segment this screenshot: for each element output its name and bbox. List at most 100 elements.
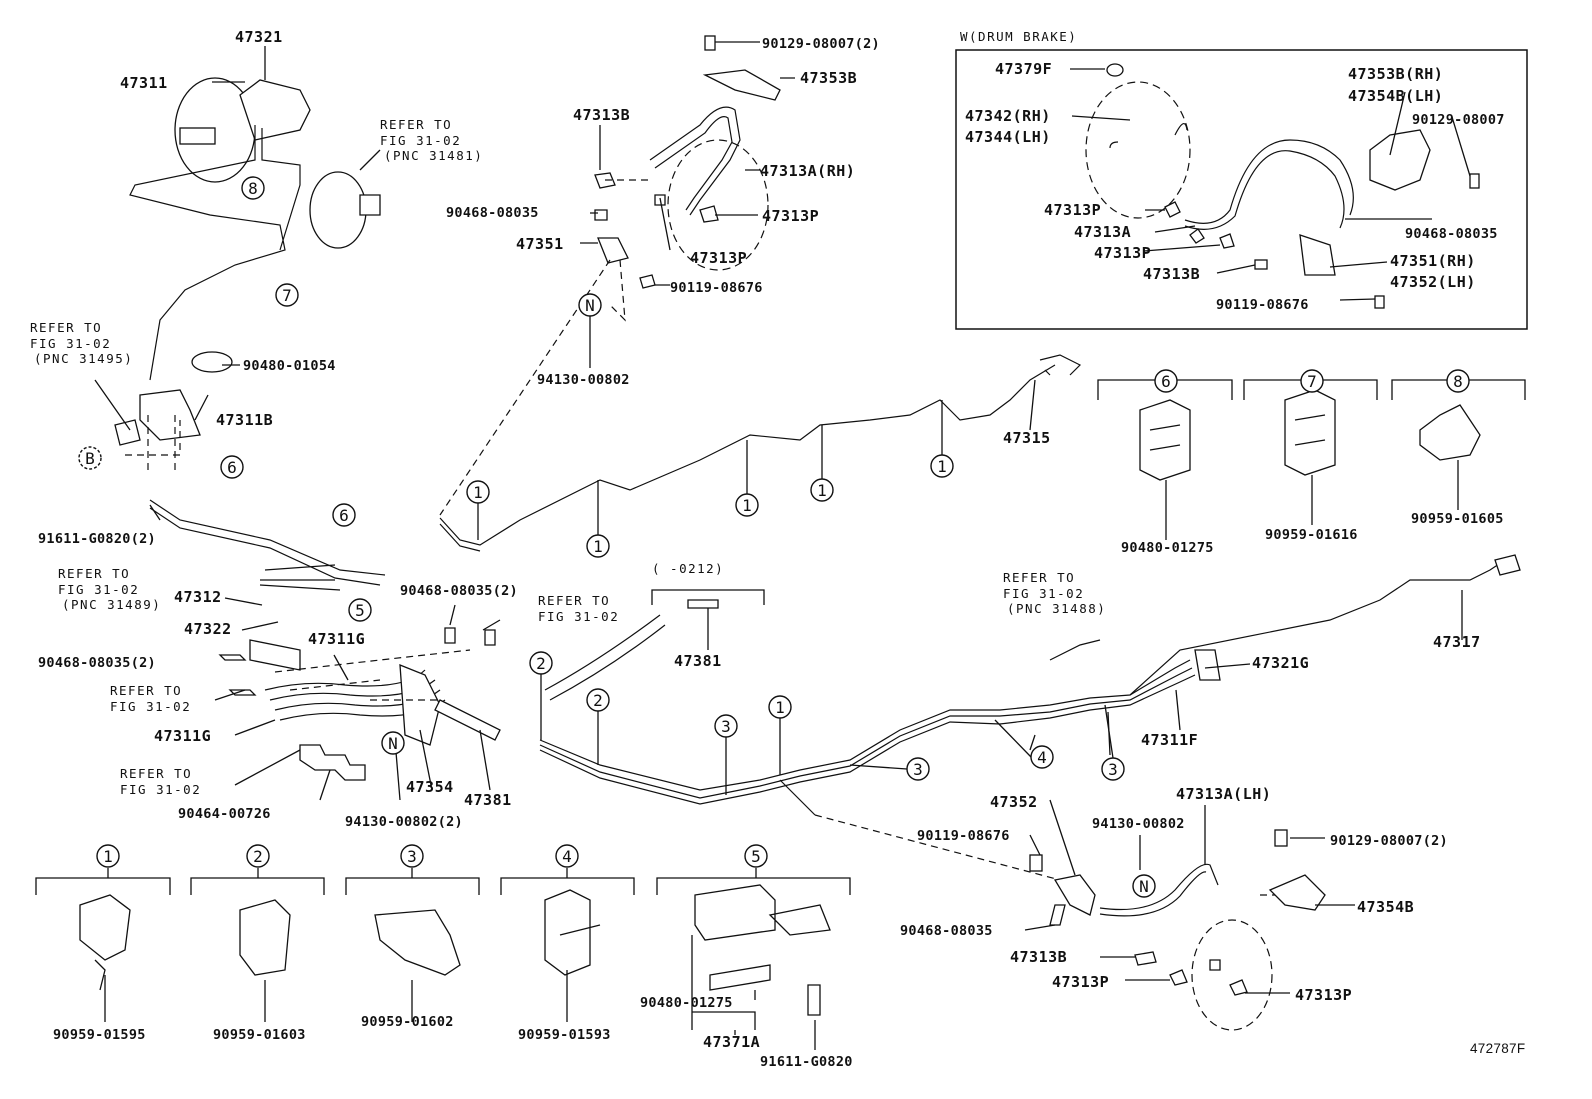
figure-code: 472787F bbox=[1470, 1041, 1525, 1056]
lh-caliper-group bbox=[1024, 799, 1355, 1031]
ref-31488-line2: FIG 31-02 bbox=[1003, 586, 1084, 601]
clip-90464-00726 bbox=[299, 744, 366, 781]
callout-2-b: 2 bbox=[586, 688, 610, 712]
front-lines bbox=[149, 499, 386, 591]
booster-rod bbox=[179, 127, 216, 145]
line-47315-end bbox=[1039, 354, 1082, 376]
callout-1-e: 1 bbox=[930, 454, 954, 478]
label-90480-01275-b: 90480-01275 bbox=[640, 995, 733, 1011]
front-dashed bbox=[274, 649, 471, 701]
rh-clips bbox=[654, 194, 719, 223]
clip-90959-01593-drawing bbox=[544, 889, 601, 976]
ref-31495-line1: REFER TO bbox=[30, 320, 102, 335]
callout-b: B bbox=[78, 446, 102, 470]
callout-5-mid: 5 bbox=[348, 598, 372, 622]
key-1-text: 1 bbox=[103, 847, 113, 866]
rear-dashed bbox=[814, 814, 1285, 896]
inset-title: W(DRUM BRAKE) bbox=[960, 29, 1077, 44]
callout-n-top: N bbox=[578, 293, 602, 317]
lh-clips bbox=[1134, 951, 1248, 996]
ref-31481-line3: (PNC 31481) bbox=[384, 148, 483, 163]
label-47313a-rh: 47313A(RH) bbox=[760, 162, 855, 180]
ref-31481-line1: REFER TO bbox=[380, 117, 452, 132]
callout-1-b-text: 1 bbox=[593, 537, 603, 556]
callout-1-c: 1 bbox=[735, 493, 759, 517]
label-47311g-a: 47311G bbox=[308, 630, 365, 648]
label-47321g: 47321G bbox=[1252, 654, 1309, 672]
label-47313p-a: 47313P bbox=[762, 207, 819, 225]
label-47351: 47351 bbox=[516, 235, 564, 253]
reference-notes: REFER TO FIG 31-02 (PNC 31481) REFER TO … bbox=[30, 117, 1105, 797]
callout-2-a: 2 bbox=[529, 651, 553, 675]
callout-1-a: 1 bbox=[466, 480, 490, 504]
inset-label-47313p-b: 47313P bbox=[1094, 244, 1151, 262]
lh-hose bbox=[1099, 863, 1219, 917]
clip-90959-01595-drawing bbox=[79, 894, 131, 991]
rh-leaders bbox=[580, 41, 795, 368]
callout-1-f: 1 bbox=[768, 695, 792, 719]
callout-n-mid-text: N bbox=[388, 734, 398, 753]
callout-3-c-text: 3 bbox=[1108, 760, 1118, 779]
callout-5-mid-text: 5 bbox=[355, 601, 365, 620]
ref-mid-line2: FIG 31-02 bbox=[538, 609, 619, 624]
front-leaders bbox=[214, 597, 501, 801]
callout-7-top: 7 bbox=[275, 283, 299, 307]
label-47311b: 47311B bbox=[216, 411, 273, 429]
bracket-47352 bbox=[1053, 874, 1096, 916]
bracket-47381 bbox=[434, 699, 501, 741]
callout-2-leaders bbox=[540, 674, 599, 765]
ref-31489-line3: (PNC 31489) bbox=[62, 597, 161, 612]
callout-3-a-text: 3 bbox=[721, 717, 731, 736]
label-90129-08007-2b: 90129-08007(2) bbox=[1330, 833, 1448, 849]
front-line-bundle bbox=[149, 499, 501, 801]
inset-label-47342: 47342(RH) bbox=[965, 107, 1051, 125]
bottom-brackets bbox=[35, 868, 851, 895]
line-47317 bbox=[1129, 559, 1506, 696]
callout-7-top-text: 7 bbox=[282, 286, 292, 305]
clip-legend-bottom bbox=[35, 868, 851, 1050]
clip-90468-08035 bbox=[594, 209, 608, 221]
callout-n-right: N bbox=[1132, 874, 1156, 898]
rh-hose bbox=[649, 106, 741, 216]
callout-6-mid-text: 6 bbox=[339, 506, 349, 525]
inset-drum-outline bbox=[1085, 81, 1191, 219]
key-5-text: 5 bbox=[751, 847, 761, 866]
label-90468-08035-2a: 90468-08035(2) bbox=[38, 655, 156, 671]
clip-90959-01616-drawing bbox=[1284, 389, 1336, 476]
master-brake-lines bbox=[129, 125, 301, 381]
lh-caliper-outline bbox=[1191, 919, 1273, 1031]
inset-bolt-90129 bbox=[1469, 173, 1480, 189]
label-47313p-b: 47313P bbox=[690, 249, 747, 267]
bracket-47353b bbox=[702, 69, 781, 101]
label-47313p-d: 47313P bbox=[1295, 986, 1352, 1004]
inset-label-47353b: 47353B(RH) bbox=[1348, 65, 1443, 83]
key-3-text: 3 bbox=[407, 847, 417, 866]
callout-1-e-text: 1 bbox=[937, 457, 947, 476]
inset-bracket-351 bbox=[1299, 234, 1336, 276]
ref-31489-line1: REFER TO bbox=[58, 566, 130, 581]
bracket-47381-alt bbox=[687, 599, 719, 609]
clip-90959-01603-drawing bbox=[239, 899, 291, 976]
bracket-47321g bbox=[1194, 649, 1221, 681]
label-90129-08007-2a: 90129-08007(2) bbox=[762, 36, 880, 52]
label-90959-01616: 90959-01616 bbox=[1265, 527, 1358, 543]
callout-n-top-text: N bbox=[585, 296, 595, 315]
label-90119-08676-b: 90119-08676 bbox=[917, 828, 1010, 844]
label-47313p-c: 47313P bbox=[1052, 973, 1109, 991]
inset-label-47354b: 47354B(LH) bbox=[1348, 87, 1443, 105]
label-47353b: 47353B bbox=[800, 69, 857, 87]
bolt-90119-top bbox=[639, 274, 656, 289]
label-90468-08035-b: 90468-08035 bbox=[900, 923, 993, 939]
bolt-90129-lh bbox=[1274, 829, 1288, 847]
callout-n-mid: N bbox=[381, 731, 405, 755]
clip-90480-01275-drawing bbox=[1139, 399, 1191, 481]
clip-90959-01602-drawing bbox=[374, 909, 461, 976]
label-90468-08035-2b: 90468-08035(2) bbox=[400, 583, 518, 599]
callout-1-leaders bbox=[477, 400, 943, 775]
ref-pnc-31488-line bbox=[1049, 639, 1101, 661]
label-91611-g0820: 91611-G0820 bbox=[760, 1054, 853, 1070]
label-47381-a: 47381 bbox=[464, 791, 512, 809]
key-8: 8 bbox=[1446, 369, 1470, 393]
label-47313b-b: 47313B bbox=[1010, 948, 1067, 966]
